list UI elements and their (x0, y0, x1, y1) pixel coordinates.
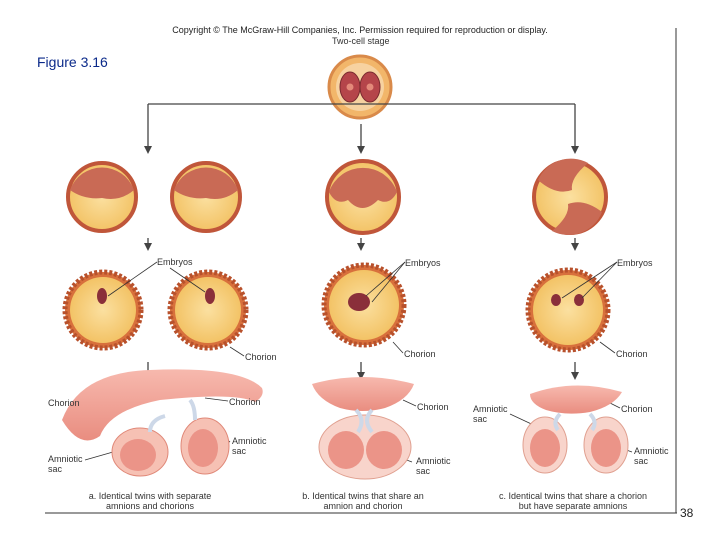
blastocyst-c (532, 158, 608, 235)
slide-number: 38 (680, 506, 694, 520)
sac-label-a-right: sac (232, 446, 247, 456)
caption-a-line2: amnions and chorions (105, 501, 195, 511)
chorion-label-a-left: Chorion (48, 398, 80, 408)
caption-c: c. Identical twins that share a chorion … (478, 491, 668, 511)
caption-b-line1: b. Identical twins that share an (302, 491, 424, 501)
implanted-embryo-b (321, 262, 407, 348)
amniotic-label-c-right: Amniotic (634, 446, 669, 456)
chorion-label-c-bottom: Chorion (621, 404, 653, 414)
implanted-embryo-a2 (167, 269, 249, 351)
implanted-embryo-a1 (62, 269, 144, 351)
twins-a-illustration (62, 369, 263, 477)
two-cell-stage (327, 54, 393, 120)
implanted-embryo-c (525, 267, 611, 353)
caption-c-line2: but have separate amnions (518, 501, 628, 511)
caption-b: b. Identical twins that share an amnion … (278, 491, 448, 511)
amniotic-label-a-right: Amniotic (232, 436, 267, 446)
caption-b-line2: amnion and chorion (323, 501, 403, 511)
two-cell-stage-label: Two-cell stage (332, 36, 390, 46)
chorion-label-c-top: Chorion (616, 349, 648, 359)
sac-label-c-right: sac (634, 456, 649, 466)
slide-title: Figure 3.16 (37, 54, 108, 70)
chorion-label-b-bottom: Chorion (417, 402, 449, 412)
sac-label-b: sac (416, 466, 431, 476)
twins-b-illustration (312, 377, 414, 480)
chorion-label-a-right: Chorion (229, 397, 261, 407)
blastocyst-a1 (66, 161, 138, 233)
amniotic-label-b: Amniotic (416, 456, 451, 466)
caption-c-line1: c. Identical twins that share a chorion (498, 491, 648, 501)
sac-label-a-left: sac (48, 464, 63, 474)
blastocyst-b (325, 159, 401, 235)
chorion-label-a-top: Chorion (245, 352, 277, 362)
amniotic-label-a-left: Amniotic (48, 454, 83, 464)
copyright-notice: Copyright © The McGraw-Hill Companies, I… (172, 25, 548, 35)
embryos-label-a: Embryos (157, 257, 193, 267)
twins-c-illustration (522, 385, 629, 474)
caption-a-line1: a. Identical twins with separate (88, 491, 212, 501)
caption-a: a. Identical twins with separate amnions… (60, 491, 240, 511)
embryos-label-c: Embryos (617, 258, 653, 268)
embryos-label-b: Embryos (405, 258, 441, 268)
amniotic-label-c-left: Amniotic (473, 404, 508, 414)
chorion-label-b-top: Chorion (404, 349, 436, 359)
blastocyst-a2 (170, 161, 242, 233)
sac-label-c-left: sac (473, 414, 488, 424)
branch-arrows (147, 103, 576, 148)
